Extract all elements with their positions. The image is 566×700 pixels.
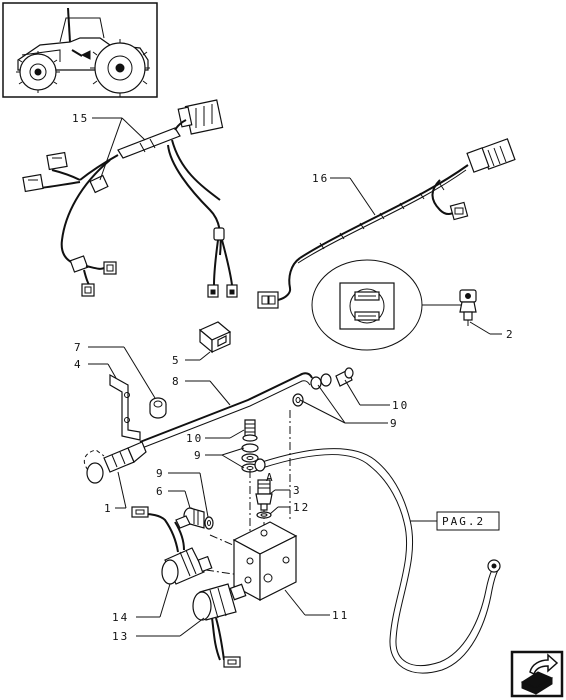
callout-13: 13 <box>112 630 129 643</box>
callout-11: 11 <box>332 609 349 622</box>
sensor-3[interactable] <box>255 479 273 511</box>
callout-8: 8 <box>172 375 181 388</box>
solenoid-14[interactable] <box>131 506 213 585</box>
banjo-bolt-10[interactable] <box>241 419 259 473</box>
callout-2: 2 <box>506 328 515 341</box>
callout-12: 12 <box>293 501 310 514</box>
wiring-harness-16[interactable] <box>257 138 516 309</box>
callout-15: 15 <box>72 112 89 125</box>
callout-14: 14 <box>112 611 129 624</box>
callout-9-right: 9 <box>390 417 399 430</box>
tractor-thumbnail-icon[interactable] <box>2 2 158 98</box>
callout-16: 16 <box>312 172 329 185</box>
callout-a: A <box>266 471 275 484</box>
leader-lines <box>88 117 502 637</box>
pipe-8[interactable] <box>83 367 354 484</box>
callout-labels: 15 16 2 5 7 4 8 10 9 10 9 9 6 1 A 3 12 1… <box>72 112 515 643</box>
callout-1: 1 <box>104 502 113 515</box>
callout-10-right: 10 <box>392 399 409 412</box>
clamp-7[interactable] <box>149 397 167 419</box>
callout-5: 5 <box>172 354 181 367</box>
page-reference-box[interactable]: PAG.2 <box>436 511 500 531</box>
wiring-harness-15[interactable] <box>22 99 238 298</box>
pipe-to-page-2[interactable] <box>254 448 501 674</box>
callout-4: 4 <box>74 358 83 371</box>
callout-7: 7 <box>74 341 83 354</box>
next-page-arrow-icon[interactable] <box>510 650 564 698</box>
callout-9-plug: 9 <box>156 467 165 480</box>
callout-6: 6 <box>156 485 165 498</box>
callout-3: 3 <box>293 484 302 497</box>
pressure-switch-detail <box>311 259 462 351</box>
washer-12[interactable] <box>256 511 272 519</box>
callout-10-left: 10 <box>186 432 203 445</box>
solenoid-13[interactable] <box>192 583 247 668</box>
callout-9-left: 9 <box>194 449 203 462</box>
page-reference-label: PAG.2 <box>442 515 485 528</box>
connector-5[interactable] <box>198 321 232 354</box>
pressure-switch-2[interactable] <box>459 289 477 326</box>
bracket-4[interactable] <box>109 373 141 441</box>
plug-6[interactable] <box>183 507 214 530</box>
